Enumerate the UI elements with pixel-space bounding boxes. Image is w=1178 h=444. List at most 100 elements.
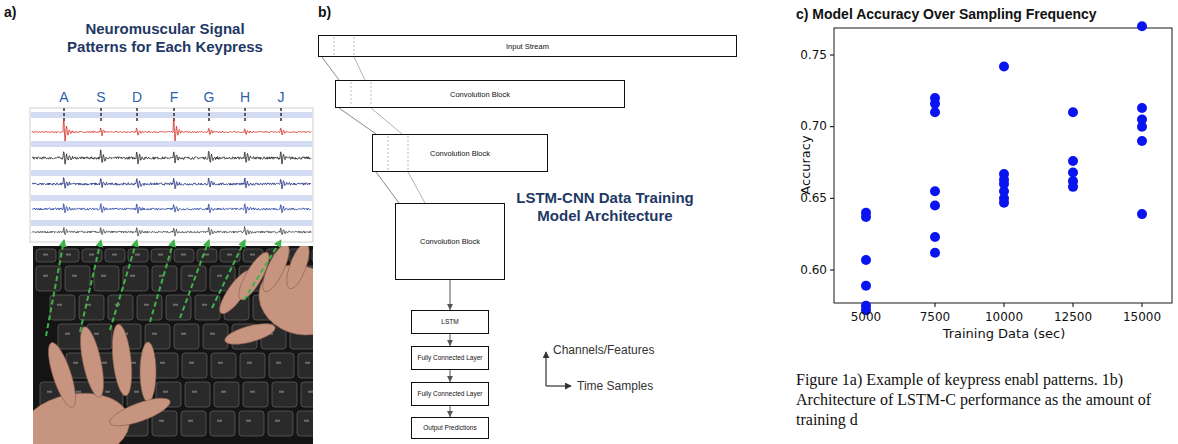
- panel-title: LSTM-CNN Data Training Model Architectur…: [508, 189, 703, 225]
- scatter-chart: [930, 232, 940, 242]
- keyboard-photo: [105, 249, 125, 262]
- keyboard-photo: [163, 391, 168, 393]
- key-letter: D: [132, 89, 142, 106]
- keyboard-photo: [73, 362, 78, 364]
- keyboard-photo: [182, 353, 207, 378]
- layer-block: Convolution Block: [395, 203, 505, 280]
- tick-label: 7500: [920, 310, 951, 324]
- scatter-chart: [1004, 303, 1005, 307]
- emg-signal-traces: [244, 108, 245, 121]
- kernel-window-line: [351, 82, 352, 106]
- scatter-chart: [1068, 168, 1078, 178]
- tick-label: 0.60: [800, 263, 827, 277]
- keyboard-photo: [123, 266, 148, 291]
- keyboard-photo: [181, 411, 206, 436]
- scatter-chart: [830, 270, 834, 271]
- keyboard-photo: [240, 353, 265, 378]
- receptive-field-line: [322, 57, 339, 80]
- keyboard-photo: [304, 420, 309, 422]
- keyboard-photo: [102, 362, 107, 364]
- kernel-window-line: [354, 57, 365, 80]
- scatter-chart: [999, 198, 1009, 208]
- keyboard-photo: [192, 391, 197, 393]
- tick-label: 10000: [985, 310, 1023, 324]
- tick-label: 15000: [1123, 310, 1161, 324]
- tick-label: 0.70: [800, 119, 827, 133]
- emg-signal-traces: [136, 108, 137, 121]
- keyboard-photo: [58, 324, 83, 349]
- keyboard-photo: [214, 382, 239, 407]
- keyboard-photo: [188, 420, 193, 422]
- keyboard-photo: [112, 254, 117, 256]
- scatter-chart: [1137, 122, 1147, 132]
- layer-name: Convolution Block: [430, 149, 490, 158]
- emg-signal-traces: [208, 108, 209, 121]
- keyboard-photo: [217, 275, 222, 277]
- keyboard-photo: [210, 411, 235, 436]
- keyboard-photo: [94, 266, 119, 291]
- keyboard-photo: [158, 254, 163, 256]
- layer-name: Output Predictions: [423, 424, 476, 432]
- flow-arrow: [450, 406, 451, 417]
- keyboard-photo: [223, 320, 277, 349]
- scatter-chart: [935, 303, 936, 307]
- kernel-window-line: [371, 82, 372, 106]
- layer-name: Convolution Block: [450, 90, 510, 99]
- key-letter: H: [240, 89, 250, 106]
- keyboard-photo: [247, 362, 252, 364]
- emg-signal-traces: [31, 141, 312, 147]
- keyboard-photo: [43, 275, 48, 277]
- tick-label: 12500: [1054, 310, 1092, 324]
- keyboard-photo: [279, 391, 284, 393]
- layer-name: Convolution Block: [420, 237, 480, 246]
- keyboard-photo: [246, 420, 251, 422]
- keyboard-photo: [181, 333, 186, 335]
- keyboard-photo: [282, 246, 313, 291]
- keyboard-photo: [185, 382, 210, 407]
- flow-arrow: [450, 334, 451, 346]
- emg-signal-traces: [31, 220, 312, 226]
- keyboard-photo: [140, 342, 156, 402]
- keyboard-photo: [50, 295, 75, 320]
- kernel-window-line: [388, 136, 389, 170]
- emg-signal-traces: [32, 227, 311, 237]
- keyboard-photo: [65, 333, 70, 335]
- keyboard-photo: [275, 420, 280, 422]
- scatter-chart: [1137, 21, 1147, 31]
- scatter-chart: [1142, 303, 1143, 307]
- scatter-chart: [930, 186, 940, 196]
- keyboard-photo: [43, 340, 81, 410]
- scatter-chart: [834, 28, 1172, 303]
- receptive-field-line: [376, 172, 399, 203]
- key-letter: F: [170, 89, 179, 106]
- keyboard-photo: [269, 353, 294, 378]
- keyboard-photo: [43, 254, 48, 256]
- keypress-arrow: [80, 240, 101, 332]
- keypress-arrow: [110, 240, 137, 330]
- emg-signal-traces: [280, 108, 281, 121]
- keyboard-photo: [131, 362, 136, 364]
- scatter-chart: [1137, 209, 1147, 219]
- keyboard-photo: [268, 411, 293, 436]
- scatter-chart: [930, 248, 940, 258]
- key-letter: S: [96, 89, 105, 106]
- receptive-field-line: [339, 108, 376, 134]
- scatter-chart: [930, 201, 940, 211]
- scatter-chart: [999, 61, 1009, 71]
- keyboard-photo: [298, 353, 313, 378]
- keyboard-photo: [239, 411, 264, 436]
- scatter-chart: [1068, 107, 1078, 117]
- scatter-chart: [830, 198, 834, 199]
- keyboard-photo: [174, 324, 199, 349]
- keyboard-photo: [188, 275, 193, 277]
- keyboard-photo: [203, 324, 228, 349]
- keypress-arrow: [150, 240, 174, 322]
- scatter-chart: [861, 212, 871, 222]
- keyboard-photo: [134, 391, 139, 393]
- emg-signal-traces: [32, 119, 311, 141]
- scatter-chart: [830, 55, 834, 56]
- keyboard-photo: [109, 323, 134, 396]
- layer-name: LSTM: [441, 318, 458, 326]
- keyboard-photo: [152, 266, 177, 291]
